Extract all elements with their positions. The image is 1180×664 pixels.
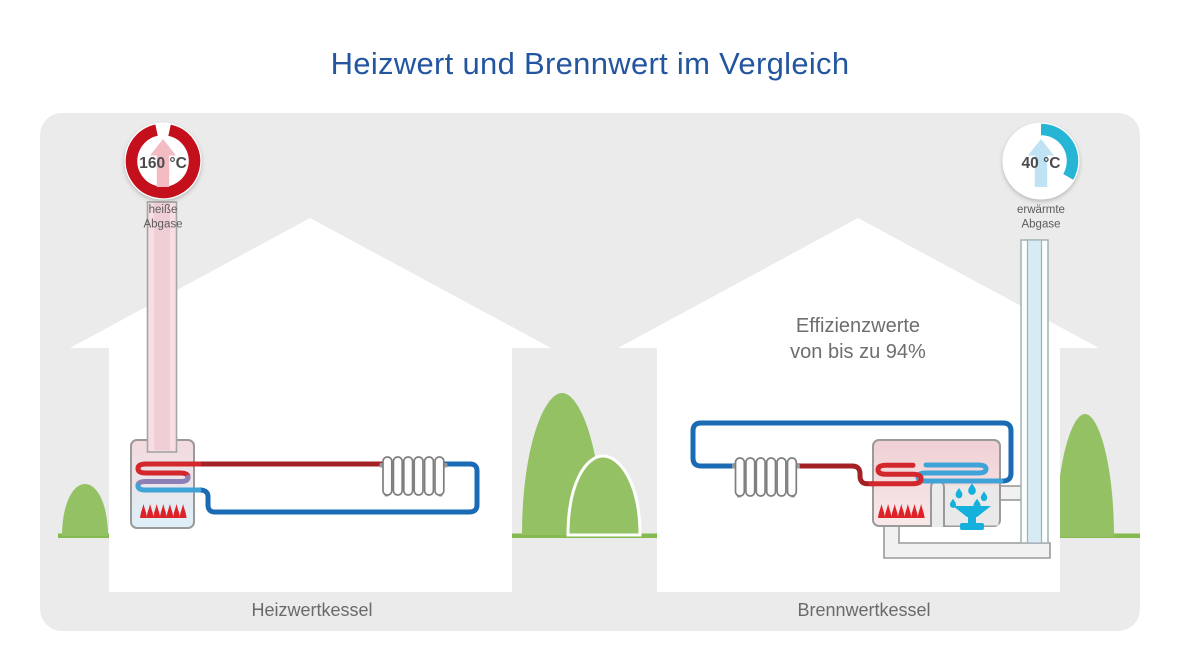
condensate-drops-and-funnel <box>950 483 991 530</box>
drain-funnel <box>953 506 991 517</box>
efficiency-note-line2: von bis zu 94% <box>790 341 926 363</box>
gauge-ring-red <box>125 123 201 199</box>
right-return-pipe-dark-blue <box>690 420 1014 484</box>
right-supply-pipe-dark-red <box>794 463 876 487</box>
page-title: Heizwert und Brennwert im Vergleich <box>331 46 850 81</box>
left-gauge-label-line1: heiße <box>149 204 178 216</box>
right-gauge-value: 40 °C <box>1022 155 1061 172</box>
right-radiator <box>731 457 801 499</box>
left-gauge-value: 160 °C <box>139 155 187 172</box>
efficiency-note-line1: Effizienzwerte <box>796 315 920 337</box>
efficiency-note: Effizienzwerte von bis zu 94% <box>790 315 926 363</box>
right-boiler-divider-notch <box>930 479 945 527</box>
right-house-caption: Brennwertkessel <box>797 600 930 620</box>
left-exhaust-gauge: 160 °C heiße Abgase <box>124 122 202 231</box>
bush-left <box>62 484 108 536</box>
right-house: Effizienzwerte von bis zu 94% Brennwertk… <box>618 218 1099 620</box>
gauge-ring-cyan <box>1003 123 1079 199</box>
left-radiator <box>378 456 449 498</box>
right-coil-red <box>868 462 924 487</box>
bush-right <box>1056 414 1114 537</box>
right-gauge-label-line1: erwärmte <box>1017 204 1065 216</box>
left-gauge-label-line2: Abgase <box>143 219 182 231</box>
bush-middle-small <box>566 454 642 537</box>
left-house: Heizwertkessel <box>70 201 551 620</box>
right-exhaust-gauge: 40 °C erwärmte Abgase <box>1002 122 1080 231</box>
left-house-caption: Heizwertkessel <box>251 600 372 620</box>
left-coil-light-blue <box>135 483 202 493</box>
right-chimney <box>1020 239 1049 544</box>
bushes <box>62 393 1114 537</box>
left-chimney <box>146 201 178 453</box>
left-coil-red <box>135 461 202 480</box>
right-gauge-label-line2: Abgase <box>1021 219 1060 231</box>
left-return-pipe-dark-blue <box>195 461 480 515</box>
